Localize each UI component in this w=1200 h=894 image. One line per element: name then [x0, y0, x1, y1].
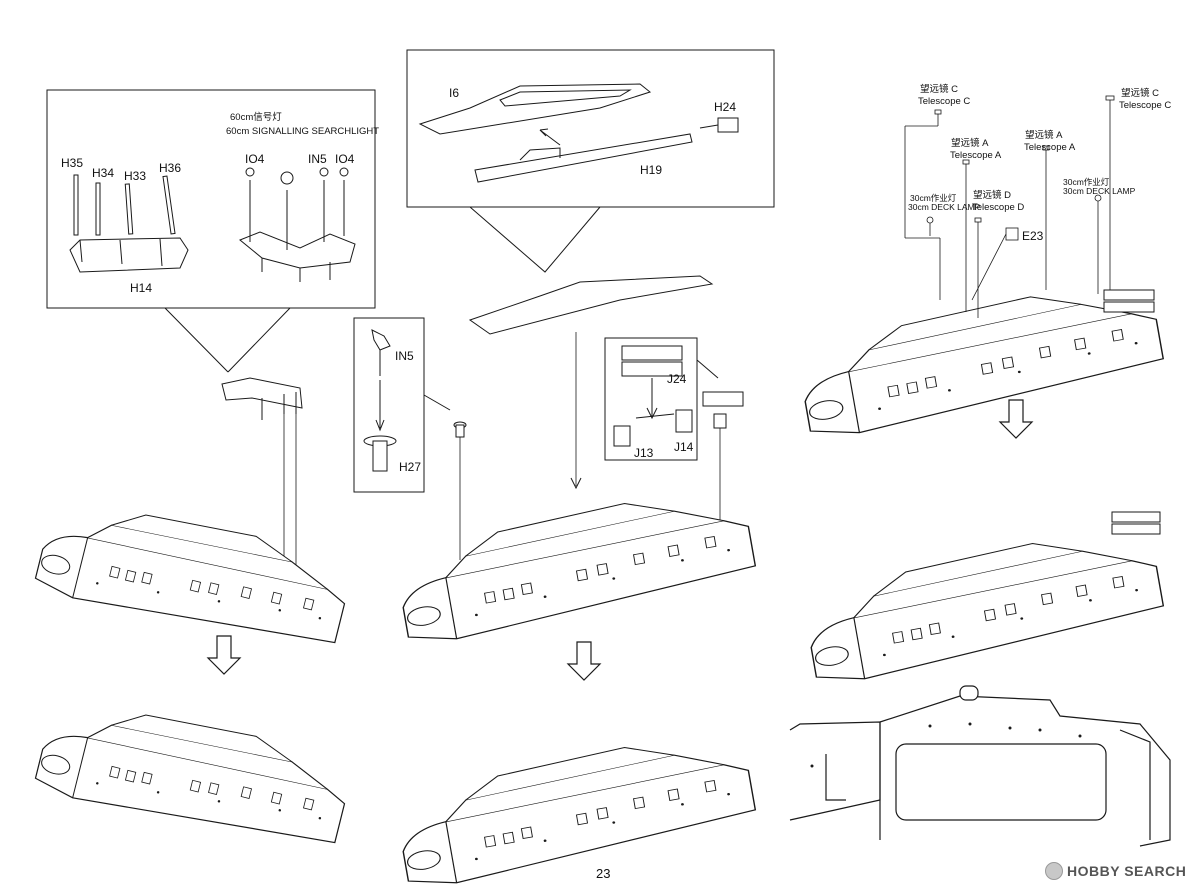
- part-label: IO4: [335, 152, 355, 166]
- side-view-hull: [789, 685, 1171, 847]
- telescope-d-zh: 望远镜 D: [973, 190, 1012, 201]
- part-label: IO4: [245, 152, 265, 166]
- deck-lamp-zh: 30cm作业灯: [910, 193, 957, 203]
- part-label: H33: [124, 169, 147, 183]
- part-label: H19: [640, 163, 663, 177]
- telescope-c-zh: 望远镜 C: [920, 84, 959, 95]
- in5-detail-box: [353, 317, 425, 493]
- searchlight-label-en: 60cm SIGNALLING SEARCHLIGHT: [226, 126, 380, 137]
- telescope-a-en: Telescope A: [1024, 142, 1076, 153]
- part-label: J24: [667, 372, 687, 386]
- assembly-label: H14: [130, 281, 153, 295]
- telescope-a-zh: 望远镜 A: [951, 138, 989, 149]
- telescope-c-zh: 望远镜 C: [1121, 88, 1160, 99]
- part-label: H24: [714, 100, 737, 114]
- part-label: H34: [92, 166, 115, 180]
- telescope-c-en: Telescope C: [918, 96, 971, 107]
- part-label: J13: [634, 446, 654, 460]
- watermark: HOBBY SEARCH: [1045, 862, 1186, 880]
- part-label: I6: [449, 86, 460, 100]
- left-callout-box: [46, 89, 376, 309]
- telescope-d-en: Telescope D: [972, 202, 1025, 213]
- telescope-c-en: Telescope C: [1119, 100, 1172, 111]
- part-label: J14: [674, 440, 694, 454]
- telescope-a-zh: 望远镜 A: [1025, 130, 1063, 141]
- watermark-seal-icon: [1045, 862, 1063, 880]
- watermark-brand: HOBBY SEARCH: [1067, 863, 1187, 879]
- telescope-a-en: Telescope A: [950, 150, 1002, 161]
- part-label: H35: [61, 156, 84, 170]
- part-label: H36: [159, 161, 182, 175]
- part-label: IN5: [395, 349, 414, 363]
- searchlight-label-zh: 60cm信号灯: [230, 112, 282, 123]
- part-label: IN5: [308, 152, 327, 166]
- part-label: E23: [1022, 229, 1044, 243]
- page-number: 23: [596, 866, 611, 881]
- deck-lamp-en: 30cm DECK LAMP: [1063, 186, 1136, 196]
- part-label: H27: [399, 460, 422, 474]
- deck-lamp-en: 30cm DECK LAMP: [908, 202, 981, 212]
- deck-lamp-zh: 30cm作业灯: [1063, 177, 1110, 187]
